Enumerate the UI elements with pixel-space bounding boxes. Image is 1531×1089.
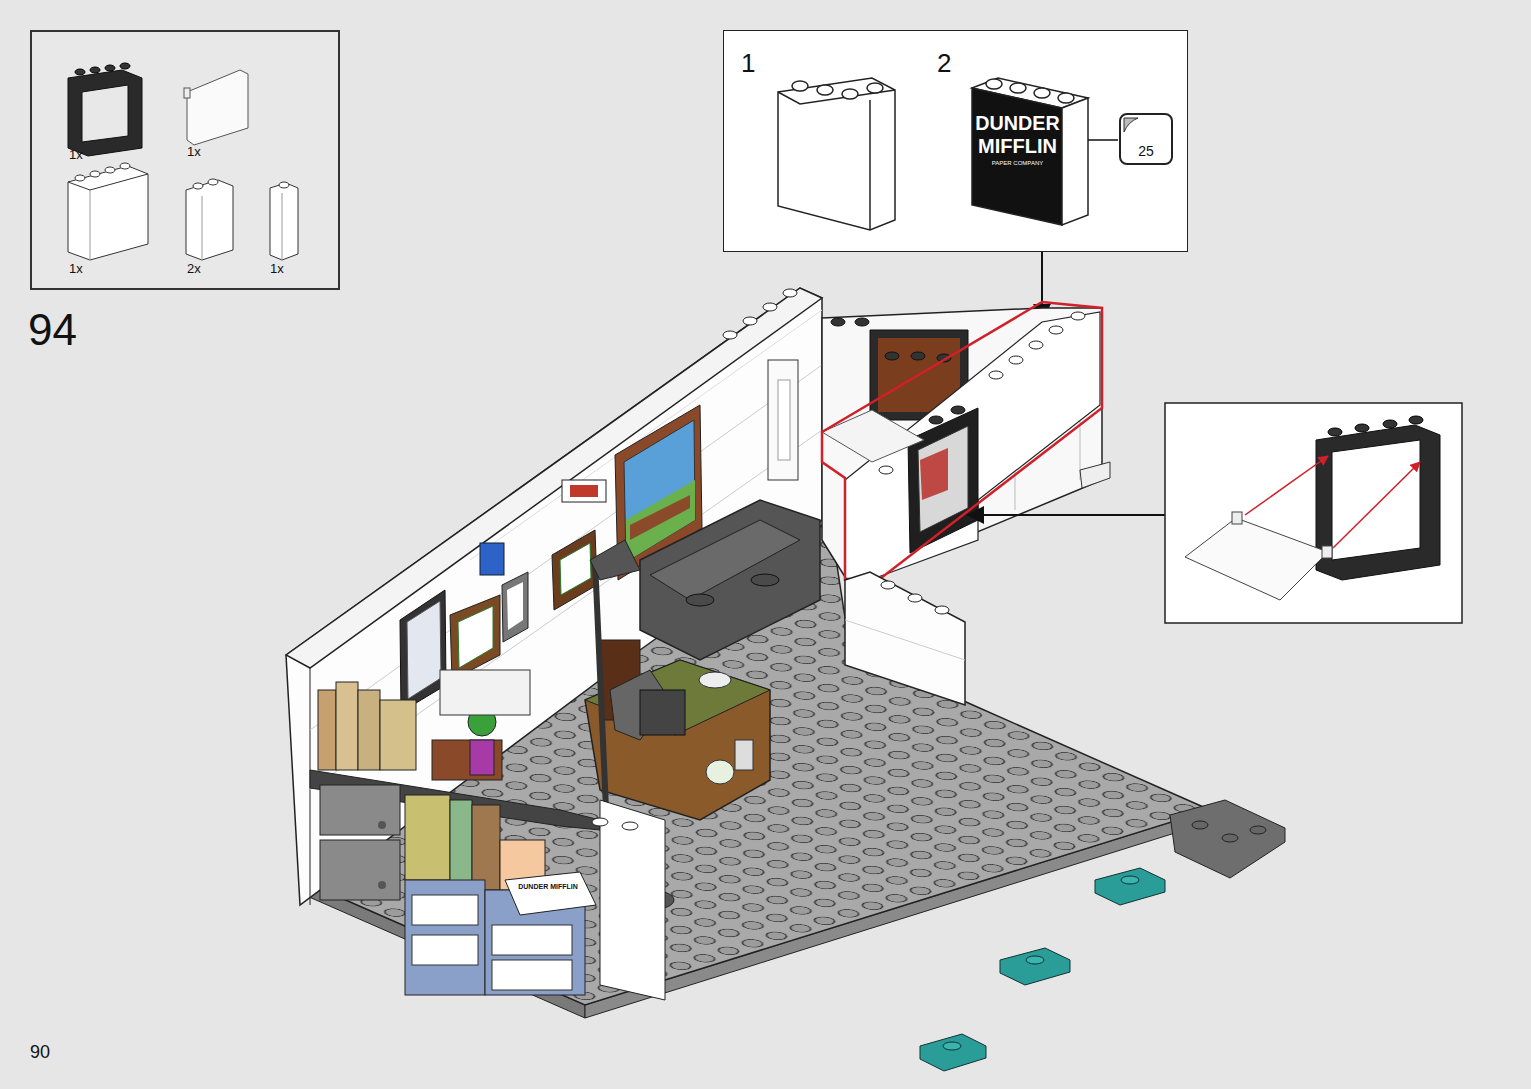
box-print: DUNDER MIFFLIN <box>508 883 588 891</box>
teal-plates <box>920 868 1165 1071</box>
substep-callout-box: 1 2 25 <box>723 30 1188 252</box>
sticker-number: 25 <box>1121 144 1171 159</box>
brick-1x1x3-part <box>270 182 298 260</box>
printed-brick-part <box>972 78 1118 225</box>
sticker-print: MIFFLIN <box>975 135 1060 157</box>
partition-wall <box>845 572 965 705</box>
left-wall <box>286 288 822 905</box>
sticker-badge: 25 <box>1119 113 1173 165</box>
back-wall <box>822 308 1110 585</box>
brick-1x2x3-part <box>186 179 233 260</box>
brick-1x4x3-part <box>68 163 148 260</box>
part-count: 1x <box>69 148 83 162</box>
part-count: 2x <box>187 262 201 276</box>
part-count: 1x <box>69 262 83 276</box>
substep-number: 1 <box>741 49 755 78</box>
callout-ground <box>723 30 1188 252</box>
parts-list-box: 1x 1x 1x 2x 1x <box>30 30 340 290</box>
sticker-icon <box>1124 118 1138 132</box>
detail-box <box>1165 403 1462 623</box>
parts-box-ground <box>30 30 340 290</box>
substep-number: 2 <box>937 49 951 78</box>
white-brick-part <box>778 78 895 230</box>
bookshelf <box>310 670 665 1000</box>
part-count: 1x <box>187 145 201 159</box>
sticker-print: DUNDER <box>975 113 1060 135</box>
step-number: 94 <box>28 306 118 354</box>
page-number: 90 <box>30 1043 70 1063</box>
sticker-print: PAPER COMPANY <box>975 160 1060 167</box>
window-frame-part <box>68 63 142 156</box>
new-wall-section <box>822 302 1102 585</box>
detail-arrow <box>968 514 1165 516</box>
glass-pane-part <box>184 70 248 145</box>
sofa <box>640 500 820 660</box>
part-count: 1x <box>270 262 284 276</box>
